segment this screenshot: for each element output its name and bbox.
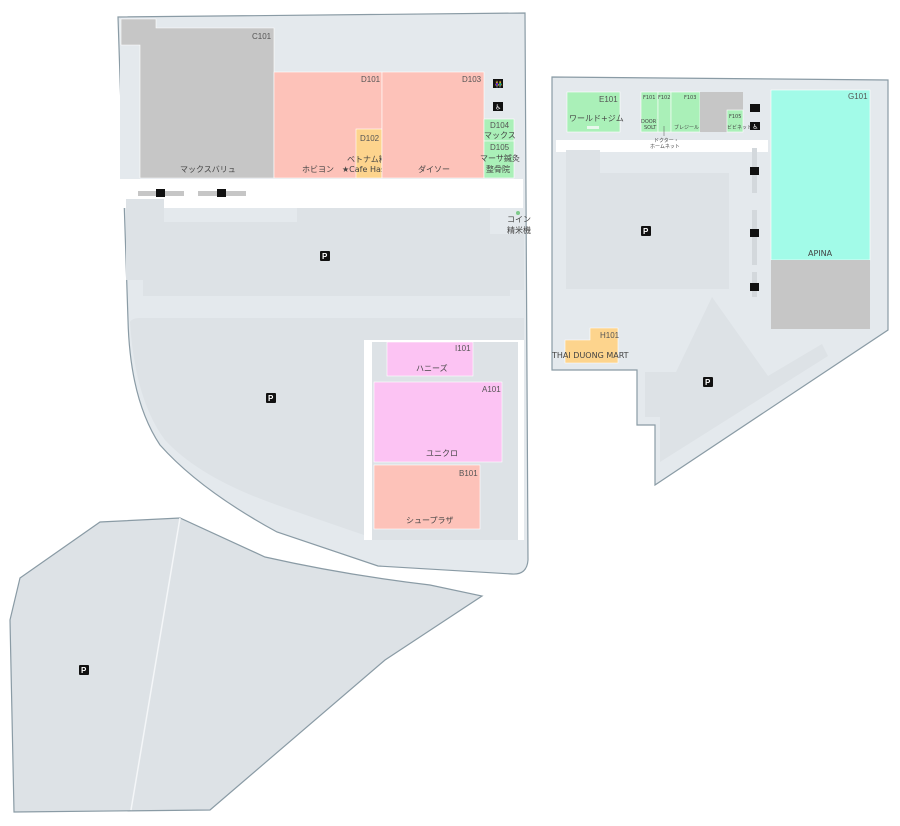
shop-g101-name: APINA <box>808 249 833 258</box>
west-parking-lot-upper[interactable] <box>126 199 524 296</box>
shop-d102[interactable] <box>355 128 383 179</box>
svg-text:♿: ♿ <box>495 104 501 112</box>
shop-f103[interactable] <box>670 91 701 133</box>
svg-text:P: P <box>81 666 87 675</box>
west-walkway <box>121 178 523 208</box>
shop-h101-code: H101 <box>600 331 620 340</box>
shop-d104-name: マックス <box>484 131 516 140</box>
svg-text:👫: 👫 <box>495 81 503 89</box>
east-parking-lot-lower[interactable] <box>645 297 828 462</box>
bicycle-parking-5 <box>750 283 759 291</box>
coin-rice-machine-marker <box>516 211 520 215</box>
shop-d101-code: D101 <box>361 75 381 84</box>
west-parking-lot-lower[interactable] <box>130 318 524 535</box>
shop-h101-name: THAI DUONG MART <box>551 351 629 360</box>
coin-rice-label-line1: コイン <box>507 215 531 224</box>
g101-back-storage <box>771 260 870 329</box>
shop-f105-code: F105 <box>729 114 741 120</box>
bicycle-parking-2 <box>198 189 246 197</box>
shop-i101[interactable] <box>386 341 474 377</box>
shop-d105-code: D105 <box>490 143 510 152</box>
bicycle-parking-1 <box>138 189 184 197</box>
east-restroom-icon <box>750 104 760 112</box>
shop-h101[interactable] <box>564 327 619 364</box>
parking-icon-west-lower: P <box>266 393 276 403</box>
southwest-parking-lot[interactable] <box>9 517 484 813</box>
parking-icon-east-upper: P <box>641 226 651 236</box>
shop-c101-code: C101 <box>252 32 272 41</box>
east-walkway <box>556 140 768 152</box>
shop-g101-code: G101 <box>848 92 868 101</box>
restroom-icon: 👫 <box>493 79 503 89</box>
shop-f101-name-line2: SOLT <box>644 125 657 131</box>
shop-b101-code: B101 <box>459 469 478 478</box>
east-wheelchair-glyph: ♿ <box>753 123 759 131</box>
parking-icon-southwest: P <box>79 665 89 675</box>
shop-f105[interactable] <box>726 109 744 133</box>
parking-icon-west-upper: P <box>320 251 330 261</box>
shop-d103-name: ダイソー <box>418 164 450 174</box>
shop-f102-name-line2: ホームネット <box>650 144 680 150</box>
svg-text:P: P <box>643 227 649 236</box>
shop-d102-name-line1: ベトナム料理 <box>347 154 395 164</box>
shop-g101[interactable] <box>770 89 871 261</box>
shop-e101-name: ワールド+ジム <box>569 114 624 123</box>
coin-rice-label-line2: 精米機 <box>507 225 531 235</box>
bicycle-parking-3 <box>750 167 759 175</box>
shop-d103-code: D103 <box>462 75 482 84</box>
shop-f101-code: F101 <box>643 95 655 101</box>
shop-b101[interactable] <box>373 464 481 530</box>
bicycle-parking-4 <box>750 229 759 237</box>
shop-d104-code: D104 <box>490 121 510 130</box>
shop-f103-code: F103 <box>684 95 696 101</box>
shop-a101-code: A101 <box>482 385 501 394</box>
shop-e101-code: E101 <box>599 95 618 104</box>
shop-d102-code: D102 <box>360 134 380 143</box>
shop-d105-name-line2: 整骨院 <box>486 164 510 174</box>
southwest-lot-divider <box>130 517 181 811</box>
east-bike-strip-2 <box>752 210 757 265</box>
shop-c101[interactable] <box>120 18 275 179</box>
shop-e101[interactable] <box>566 91 621 133</box>
shop-d103[interactable] <box>381 71 485 179</box>
shop-d105-name-line1: マーサ鍼灸 <box>480 153 520 163</box>
shop-d105[interactable] <box>483 140 515 179</box>
shop-d102-name-line2: ★Cafe Hasuna <box>342 165 400 174</box>
shop-a101[interactable] <box>373 381 503 463</box>
shop-a101-name: ユニクロ <box>426 449 458 458</box>
shop-f101-name-line1: DOOR TO <box>641 119 665 125</box>
shop-f102-name-line1: ドクター・ <box>654 137 679 144</box>
parking-icon-east-lower: P <box>703 377 713 387</box>
shop-b101-name: シュープラザ <box>406 516 454 525</box>
svg-text:P: P <box>268 394 274 403</box>
east-wheelchair-icon <box>750 122 760 130</box>
shop-f103-name: ブレジール <box>674 124 699 131</box>
shop-f102-code: F102 <box>658 95 670 101</box>
wheelchair-icon: ♿ <box>493 102 503 112</box>
shop-f105-name: ビビネット <box>727 124 752 131</box>
svg-text:P: P <box>322 252 328 261</box>
shop-e101-sign <box>587 126 599 129</box>
east-parking-lot-upper[interactable] <box>566 150 729 289</box>
shop-i101-code: I101 <box>455 344 471 353</box>
shop-c101-name: マックスバリュ <box>180 165 236 174</box>
shop-d101-name: ホビヨン <box>302 165 334 174</box>
svg-text:P: P <box>705 378 711 387</box>
shop-i101-name: ハニーズ <box>416 363 448 373</box>
